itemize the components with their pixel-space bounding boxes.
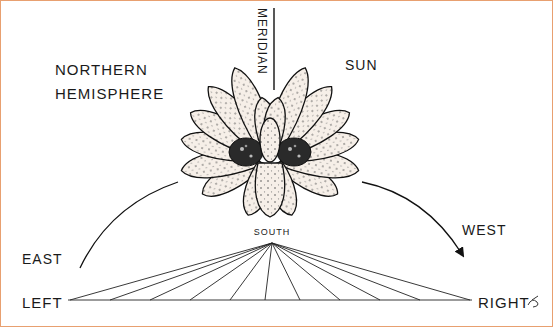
left-label: LEFT	[22, 292, 63, 314]
sun-label: SUN	[345, 55, 378, 75]
view-fan	[68, 243, 472, 300]
right-label: RIGHT	[478, 292, 530, 314]
south-label: SOUTH	[254, 226, 291, 239]
sun-path-arrow	[362, 182, 462, 254]
west-label: WEST	[462, 220, 506, 240]
flower-centres	[229, 118, 311, 166]
east-label: EAST	[22, 249, 63, 269]
plant-arms	[179, 63, 361, 219]
meridian-label: MERIDIAN	[253, 8, 270, 75]
sun-path-arc	[80, 182, 178, 268]
meridian-line	[273, 8, 274, 90]
hemisphere-label: NORTHERN HEMISPHERE	[55, 58, 175, 106]
